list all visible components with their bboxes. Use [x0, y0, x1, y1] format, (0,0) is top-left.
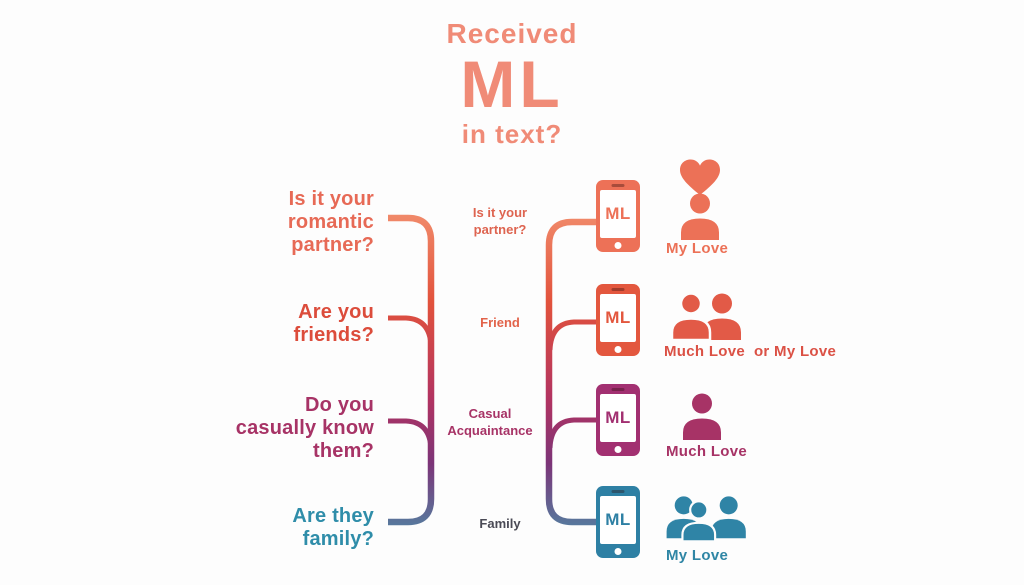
- phone-screen-text: ML: [600, 394, 636, 442]
- category-label-partner: Is it your partner?: [472, 205, 528, 237]
- right-bracket-spine: [545, 218, 597, 526]
- phone-screen-text: ML: [600, 294, 636, 342]
- phone-speaker: [611, 388, 625, 391]
- category-label-casual-acquaintance: Casual Acquaintance: [447, 406, 533, 438]
- phone-screen-text: ML: [600, 496, 636, 544]
- phone-speaker: [611, 288, 625, 291]
- phone-ml-icon: ML: [596, 180, 640, 252]
- title-line-received: Received: [446, 18, 578, 49]
- phone-screen-text: ML: [600, 190, 636, 238]
- two-people-icon: [670, 292, 741, 342]
- question-friends: Are you friends?: [293, 301, 374, 346]
- title-ml: ML: [460, 47, 564, 121]
- phone-ml-icon: ML: [596, 284, 640, 356]
- three-people-icon: [666, 496, 746, 542]
- question-casually-know: Do you casually know them?: [235, 394, 374, 462]
- title-block: Received ML in text?: [362, 18, 662, 150]
- category-label-family: Family: [479, 516, 521, 531]
- phone-ml-icon: ML: [596, 486, 640, 558]
- title-line-in-text: in text?: [461, 119, 563, 149]
- meaning-label-much-love: Much Love: [666, 443, 748, 460]
- category-label-friend: Friend: [480, 315, 520, 330]
- question-family: Are they family?: [292, 505, 374, 550]
- phone-home-button: [614, 346, 622, 353]
- left-bracket-branch-friends: [388, 315, 434, 347]
- meaning-label-my-love-family: My Love: [666, 547, 729, 564]
- phone-home-button: [614, 548, 622, 555]
- phone-speaker: [611, 490, 625, 493]
- left-bracket-spine: [388, 214, 435, 526]
- heart-person-icon: [680, 159, 720, 240]
- phone-home-button: [614, 242, 622, 249]
- phone-speaker: [611, 184, 625, 187]
- phone-home-button: [614, 446, 622, 453]
- phone-ml-icon: ML: [596, 384, 640, 456]
- one-person-icon: [683, 393, 721, 440]
- meaning-label-much-love-or-my-love: Much Love or My Love: [664, 343, 837, 360]
- question-romantic-partner: Is it your romantic partner?: [287, 188, 374, 256]
- meaning-label-my-love: My Love: [666, 240, 729, 257]
